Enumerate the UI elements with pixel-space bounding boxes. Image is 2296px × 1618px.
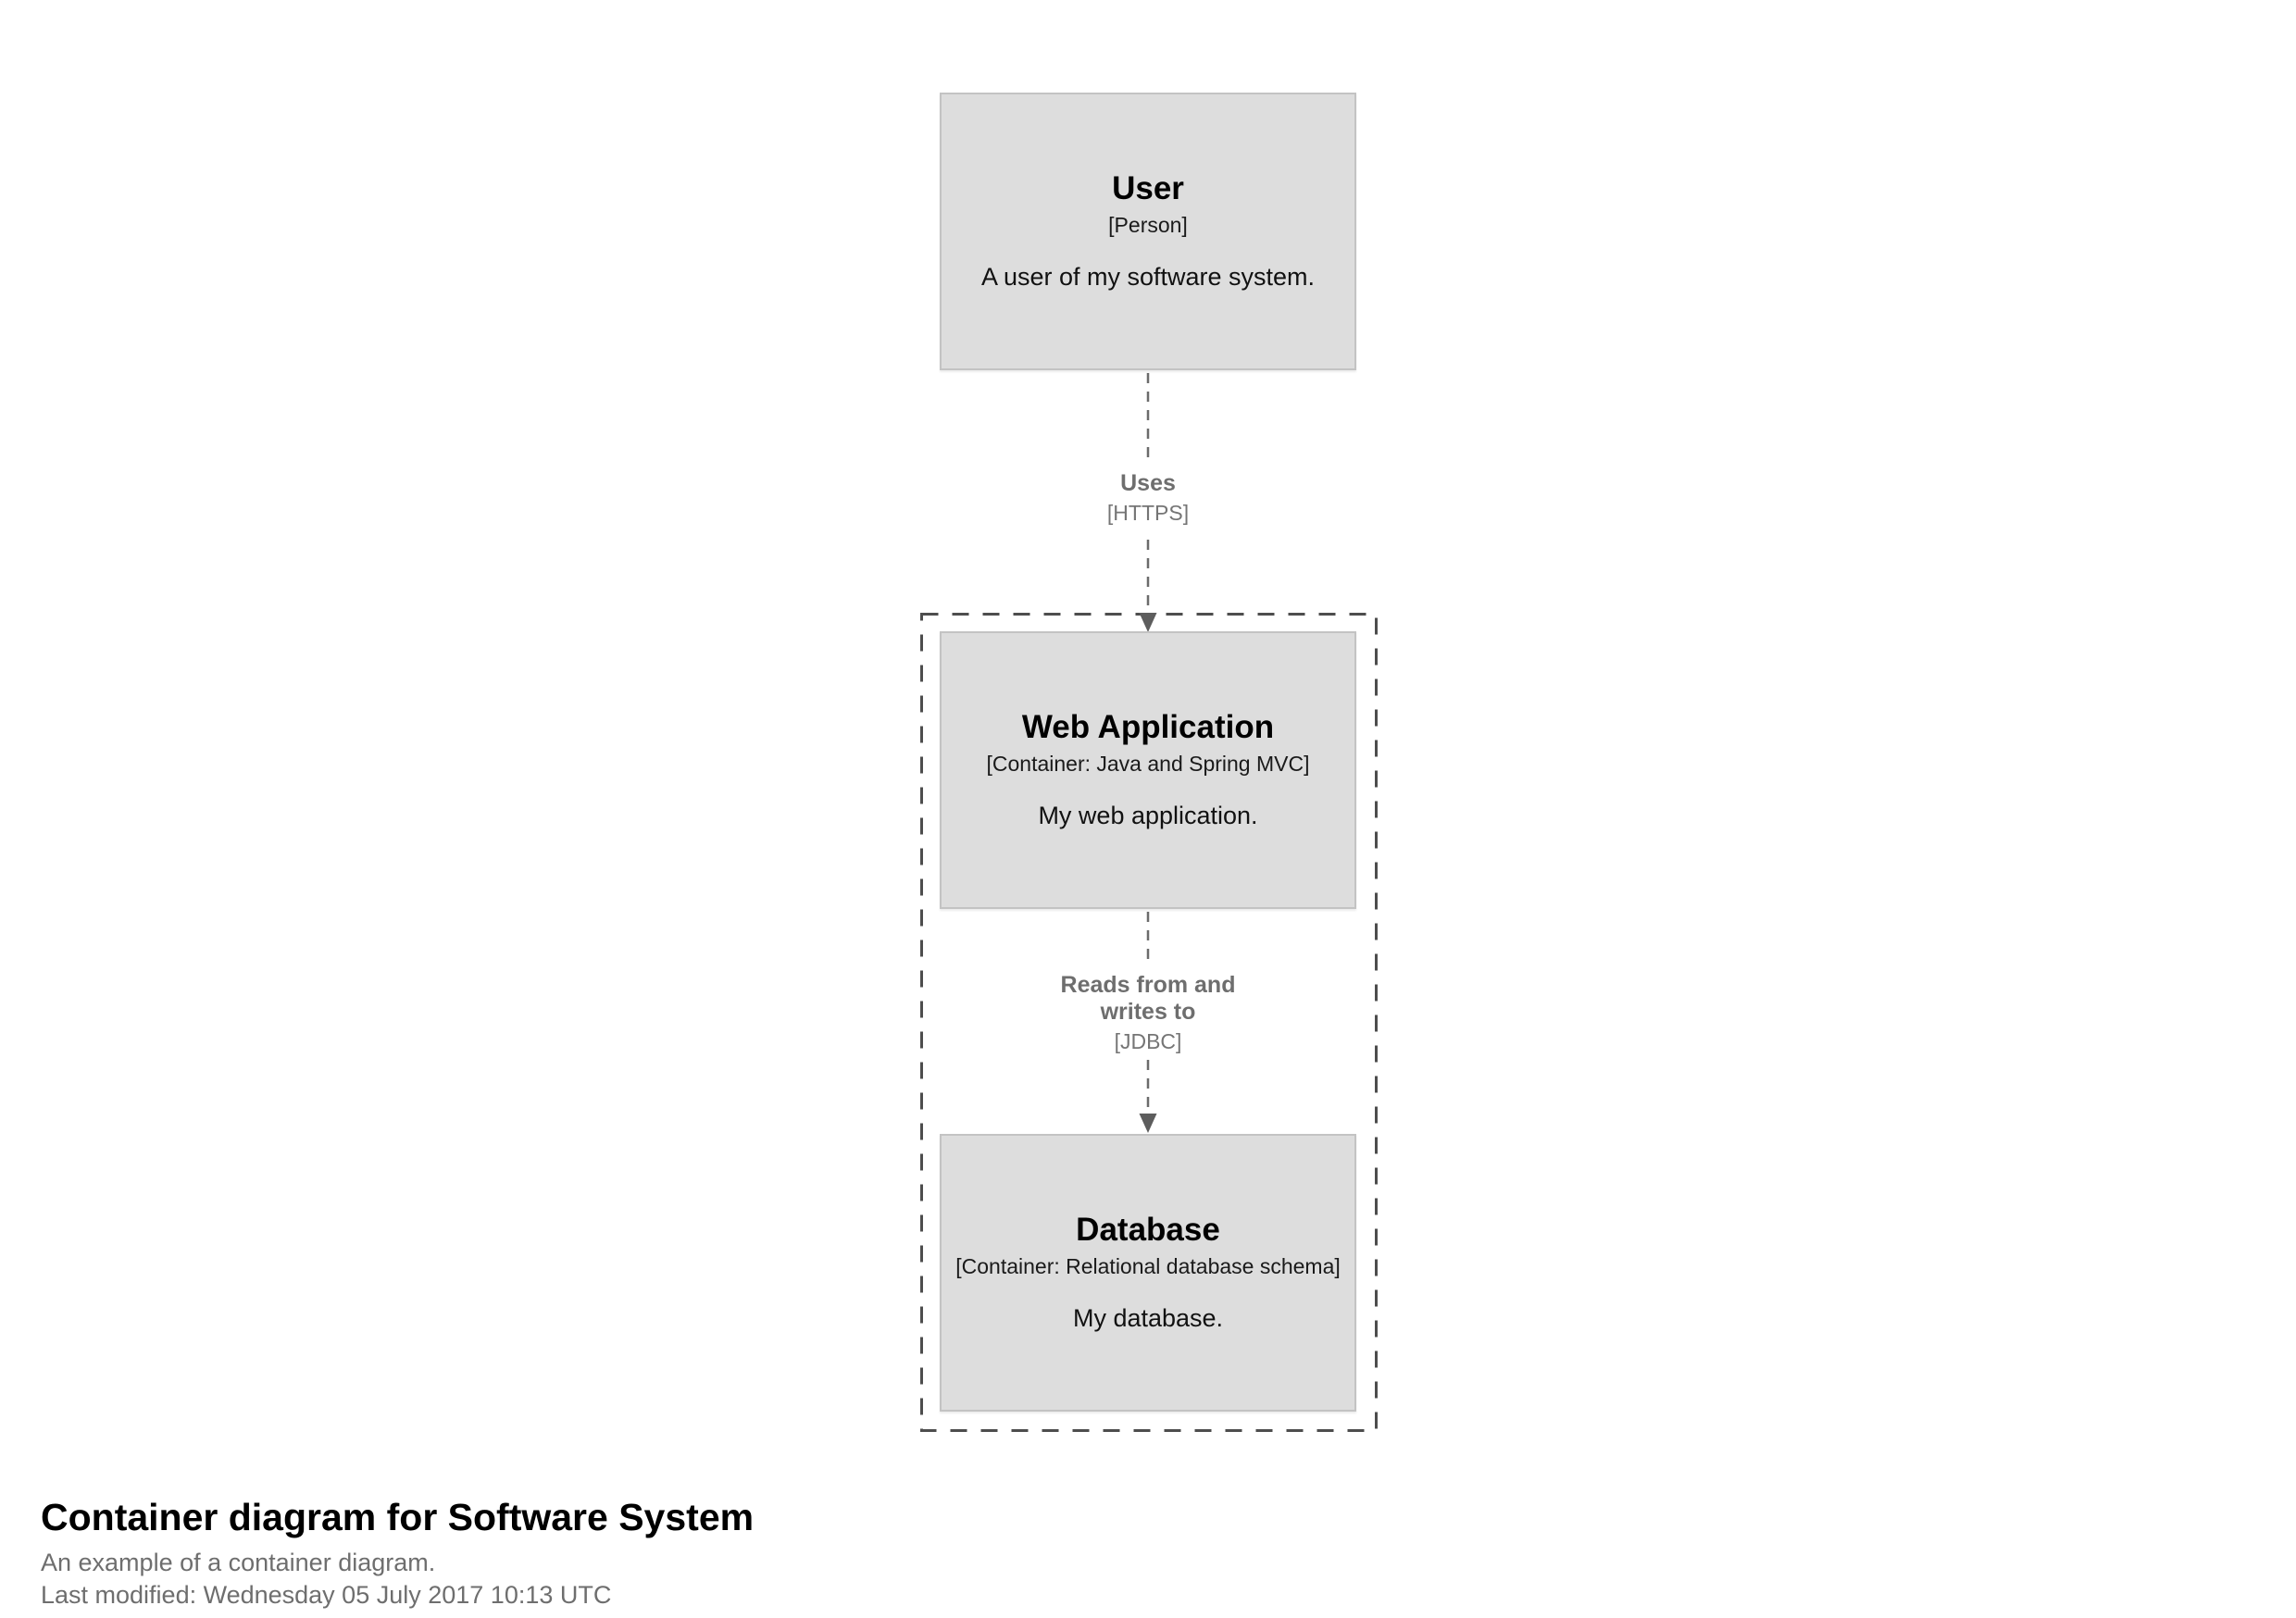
- relationship-reads-writes-text: Reads from and writes to: [1060, 972, 1236, 1025]
- arrowhead-reads-writes: [1139, 1114, 1157, 1133]
- relationship-uses-technology: [HTTPS]: [1106, 500, 1190, 525]
- relationship-label-reads-writes[interactable]: Reads from and writes to [JDBC]: [1017, 966, 1279, 1061]
- element-user-description: A user of my software system.: [980, 263, 1316, 292]
- element-user[interactable]: User [Person] A user of my software syst…: [940, 93, 1356, 370]
- diagram-footer: Container diagram for Software System An…: [41, 1496, 754, 1611]
- element-web-application-description: My web application.: [1038, 802, 1258, 830]
- element-database-meta: [Container: Relational database schema]: [955, 1253, 1341, 1278]
- element-database-name: Database: [1076, 1211, 1220, 1248]
- relationship-reads-writes-technology: [JDBC]: [1114, 1028, 1182, 1053]
- element-web-application-meta: [Container: Java and Spring MVC]: [986, 751, 1310, 776]
- diagram-description: An example of a container diagram.: [41, 1549, 436, 1577]
- element-web-application[interactable]: Web Application [Container: Java and Spr…: [940, 631, 1356, 909]
- element-database[interactable]: Database [Container: Relational database…: [940, 1134, 1356, 1412]
- element-web-application-name: Web Application: [1021, 708, 1275, 745]
- diagram-title: Container diagram for Software System: [41, 1496, 755, 1538]
- relationship-label-uses[interactable]: Uses [HTTPS]: [1095, 465, 1201, 532]
- arrowhead-uses: [1139, 613, 1157, 632]
- element-user-name: User: [1112, 169, 1184, 206]
- element-user-meta: [Person]: [1108, 212, 1188, 237]
- relationship-uses-text: Uses: [1120, 470, 1176, 496]
- element-database-description: My database.: [1072, 1304, 1224, 1333]
- diagram-last-modified: Last modified: Wednesday 05 July 2017 10…: [41, 1581, 612, 1610]
